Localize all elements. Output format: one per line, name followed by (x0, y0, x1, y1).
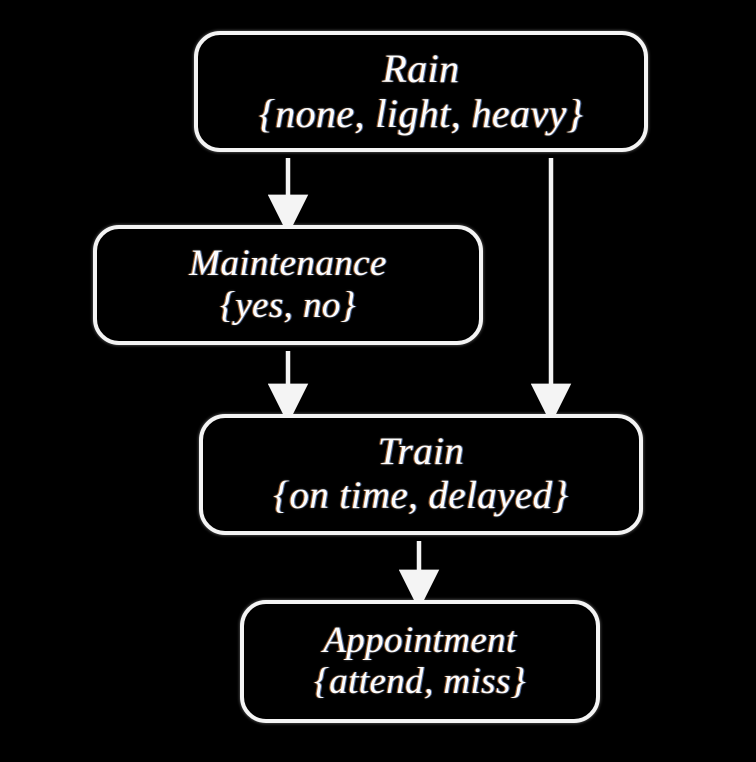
node-rain-states: {none, light, heavy} (258, 91, 584, 136)
node-appointment[interactable]: Appointment {attend, miss} (240, 600, 600, 723)
node-appointment-label: Appointment (323, 619, 517, 661)
node-appointment-states: {attend, miss} (314, 661, 526, 702)
node-maintenance[interactable]: Maintenance {yes, no} (93, 225, 483, 345)
node-train[interactable]: Train {on time, delayed} (199, 414, 643, 535)
node-rain-label: Rain (382, 46, 460, 92)
node-train-states: {on time, delayed} (273, 474, 569, 517)
node-train-label: Train (377, 430, 465, 474)
node-maintenance-label: Maintenance (189, 243, 387, 285)
node-rain[interactable]: Rain {none, light, heavy} (194, 31, 648, 152)
node-maintenance-states: {yes, no} (220, 284, 356, 326)
